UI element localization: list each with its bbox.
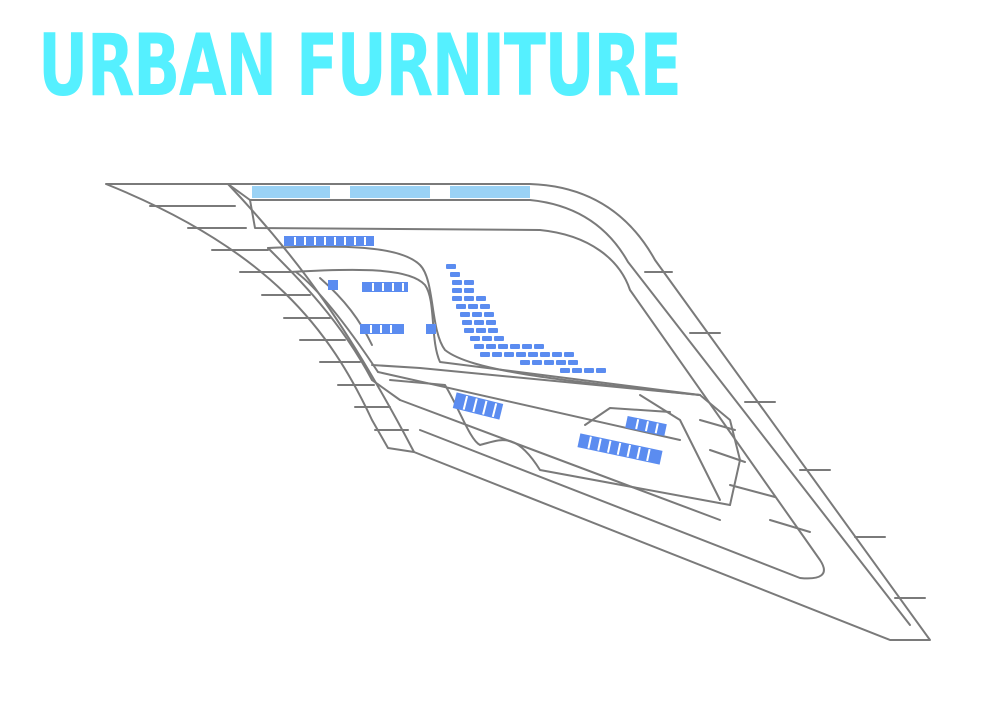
seat-block bbox=[486, 344, 496, 349]
bench-group bbox=[284, 236, 667, 465]
seat-block bbox=[480, 304, 490, 309]
seat-block bbox=[596, 368, 606, 373]
seat-block bbox=[460, 312, 470, 317]
path-line bbox=[399, 399, 721, 521]
seat-block bbox=[494, 336, 504, 341]
seat-block bbox=[462, 320, 472, 325]
seat-block bbox=[560, 368, 570, 373]
furniture-layer bbox=[252, 186, 667, 465]
seat-block bbox=[520, 360, 530, 365]
seat-block bbox=[456, 304, 466, 309]
seat-block bbox=[516, 352, 526, 357]
ring-line bbox=[227, 183, 911, 626]
seat-block bbox=[474, 344, 484, 349]
seat-block bbox=[464, 288, 474, 293]
rung-lines bbox=[149, 205, 409, 431]
seat-block bbox=[572, 368, 582, 373]
seat-block bbox=[476, 296, 486, 301]
seat-block bbox=[532, 360, 542, 365]
seat-block bbox=[464, 328, 474, 333]
seat-block bbox=[464, 280, 474, 285]
seat-block bbox=[470, 336, 480, 341]
bench bbox=[350, 186, 430, 198]
seat-block bbox=[476, 328, 486, 333]
outer-boundary bbox=[105, 183, 931, 641]
seating-cluster bbox=[446, 264, 606, 373]
seat-block bbox=[540, 352, 550, 357]
seat-block bbox=[552, 352, 562, 357]
bench bbox=[252, 186, 330, 198]
seat-block bbox=[484, 312, 494, 317]
path-line bbox=[267, 247, 401, 401]
path-line bbox=[319, 277, 373, 346]
plan-outline bbox=[105, 183, 931, 641]
path-line bbox=[289, 268, 701, 396]
rung-lines bbox=[699, 419, 811, 533]
seat-block bbox=[528, 352, 538, 357]
path-line bbox=[584, 407, 671, 426]
rung-lines bbox=[644, 271, 926, 599]
seat-block bbox=[446, 264, 456, 269]
seat-block bbox=[568, 360, 578, 365]
seat-block bbox=[468, 304, 478, 309]
bench bbox=[450, 186, 530, 198]
seat-block bbox=[492, 352, 502, 357]
seat-block bbox=[504, 352, 514, 357]
seat-block bbox=[452, 296, 462, 301]
seat-block bbox=[486, 320, 496, 325]
seat-block bbox=[534, 344, 544, 349]
seat-block bbox=[556, 360, 566, 365]
path-line bbox=[295, 271, 379, 373]
seat-block bbox=[584, 368, 594, 373]
seat-block bbox=[452, 280, 462, 285]
seat-block bbox=[510, 344, 520, 349]
seat-block bbox=[450, 272, 460, 277]
seat-block bbox=[464, 296, 474, 301]
page-title: URBAN FURNITURE bbox=[38, 16, 682, 116]
path-line bbox=[371, 364, 741, 506]
seat-block bbox=[482, 336, 492, 341]
seat-block bbox=[564, 352, 574, 357]
path-line bbox=[389, 379, 731, 506]
path-line bbox=[639, 394, 721, 501]
seat-block bbox=[474, 320, 484, 325]
seat-block bbox=[544, 360, 554, 365]
seat-block bbox=[472, 312, 482, 317]
seat-block bbox=[480, 352, 490, 357]
seat-block bbox=[452, 288, 462, 293]
seat-block bbox=[522, 344, 532, 349]
ring-line bbox=[249, 199, 825, 580]
seat-block bbox=[498, 344, 508, 349]
seat-block bbox=[488, 328, 498, 333]
